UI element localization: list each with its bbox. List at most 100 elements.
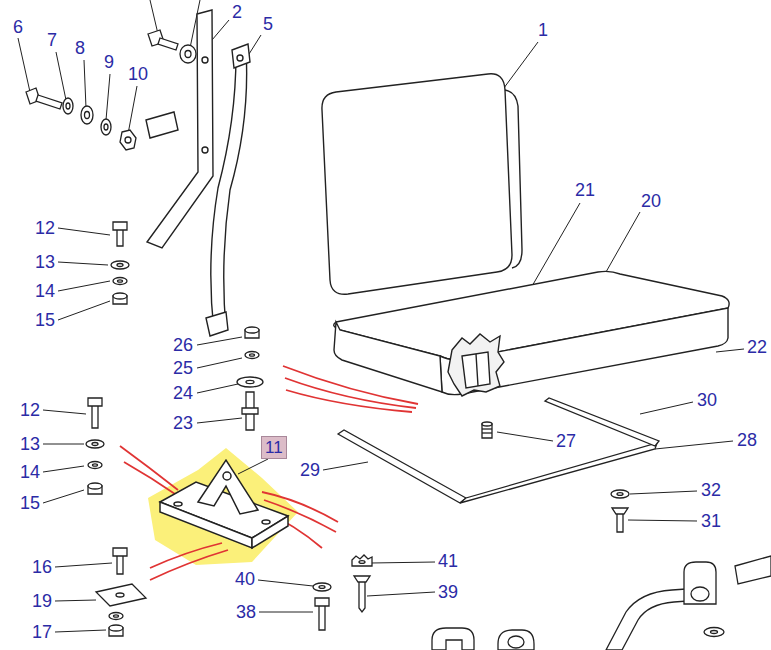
fixings-part bbox=[109, 613, 123, 620]
callout-number: 12 bbox=[34, 218, 56, 238]
fixings bbox=[482, 422, 492, 438]
fixings-part bbox=[113, 278, 127, 285]
leader-lines-part bbox=[58, 228, 110, 235]
fixings-part bbox=[116, 593, 124, 597]
callout-number: 40 bbox=[234, 569, 256, 589]
fixings-part bbox=[125, 137, 131, 143]
leader-lines-part bbox=[43, 410, 86, 414]
fixings-part bbox=[180, 45, 196, 63]
leader-lines-part bbox=[43, 490, 84, 503]
leader-lines-part bbox=[367, 592, 435, 596]
leader-lines-part bbox=[56, 52, 66, 100]
callout-number: 5 bbox=[262, 14, 274, 34]
leader-lines bbox=[18, 0, 744, 632]
callout-number: 14 bbox=[34, 281, 56, 301]
leader-lines-part bbox=[58, 262, 108, 265]
fixings-part bbox=[354, 576, 370, 612]
leader-lines-part bbox=[58, 301, 110, 320]
leader-lines-part bbox=[640, 402, 693, 414]
fixings-part bbox=[482, 428, 492, 429]
tube-and-clamps bbox=[432, 556, 771, 650]
tube-and-clamps-part bbox=[508, 636, 524, 648]
leader-lines-part bbox=[197, 337, 242, 345]
leader-lines-part bbox=[55, 600, 96, 601]
leader-lines-part bbox=[106, 74, 110, 120]
indicator-curves-part bbox=[285, 378, 416, 408]
leader-lines-part bbox=[197, 384, 238, 393]
fixings bbox=[111, 222, 129, 304]
callout-number: 23 bbox=[172, 413, 194, 433]
callout-number: 2 bbox=[231, 2, 243, 22]
fixings-part bbox=[315, 598, 329, 630]
fixings-part bbox=[313, 583, 331, 591]
fixings-part bbox=[185, 51, 191, 58]
bracket-strap bbox=[146, 10, 213, 248]
fixings bbox=[86, 398, 104, 494]
callout-number: 15 bbox=[34, 310, 56, 330]
callout-number: 10 bbox=[127, 64, 149, 84]
tube-and-clamps-part bbox=[432, 628, 474, 650]
fixings-part bbox=[118, 280, 123, 282]
fixings-part bbox=[246, 380, 254, 383]
seat-cushion bbox=[334, 271, 729, 396]
fixings-part bbox=[482, 422, 492, 426]
mounting-bracket-part bbox=[262, 520, 270, 524]
mounting-bracket-part bbox=[223, 472, 231, 480]
fixings-part bbox=[104, 124, 108, 130]
leader-lines-part bbox=[18, 38, 30, 92]
fixings-part bbox=[114, 615, 119, 617]
mounting-bracket-part bbox=[198, 460, 258, 514]
indicator-curves-part bbox=[120, 446, 178, 490]
seat-cushion-part bbox=[476, 354, 478, 386]
leader-lines-part bbox=[197, 358, 242, 368]
fixings-part bbox=[245, 327, 259, 333]
leader-lines-part bbox=[55, 563, 112, 567]
leader-lines-part bbox=[238, 459, 268, 474]
callout-number: 17 bbox=[31, 622, 53, 642]
tube-and-clamps-part bbox=[498, 630, 534, 650]
callout-number: 28 bbox=[736, 430, 758, 450]
callout-number: 14 bbox=[19, 462, 41, 482]
highlight bbox=[148, 448, 298, 565]
fixings-part bbox=[113, 293, 127, 299]
seat-back-part bbox=[322, 74, 512, 294]
bracket-strap-part bbox=[211, 50, 247, 332]
fixings-part bbox=[81, 106, 93, 124]
fixings bbox=[313, 555, 372, 630]
fixings-part bbox=[36, 95, 62, 109]
fixings-part bbox=[85, 112, 90, 119]
indicator-curves-part bbox=[124, 462, 178, 496]
leader-lines-part bbox=[259, 612, 313, 613]
callout-number: 15 bbox=[19, 493, 41, 513]
fixings-part bbox=[101, 119, 111, 135]
leader-lines-part bbox=[630, 491, 697, 494]
callout-number: 20 bbox=[640, 191, 662, 211]
fixings-part bbox=[120, 130, 136, 150]
fixings-part bbox=[612, 508, 628, 532]
fixings-part bbox=[92, 443, 98, 446]
fixings-part bbox=[617, 493, 623, 496]
callout-number: 27 bbox=[555, 431, 577, 451]
fixings-part bbox=[611, 490, 629, 498]
seat-frame-part bbox=[460, 443, 657, 503]
leader-lines-part bbox=[371, 562, 435, 563]
callout-number: 38 bbox=[235, 602, 257, 622]
bracket-strap-part bbox=[237, 55, 243, 61]
leader-lines-part bbox=[43, 444, 84, 445]
callout-number: 9 bbox=[103, 52, 115, 72]
callout-number: 11 bbox=[265, 439, 283, 456]
seat-back-part bbox=[505, 90, 522, 268]
leader-lines-part bbox=[128, 86, 137, 134]
fixings-part bbox=[482, 432, 492, 433]
callout-number: 8 bbox=[74, 38, 86, 58]
callout-number: 22 bbox=[746, 337, 768, 357]
leader-lines-part bbox=[55, 630, 106, 632]
leader-lines-part bbox=[197, 418, 242, 423]
callout-number: 13 bbox=[34, 252, 56, 272]
fixings-part bbox=[109, 625, 123, 631]
indicator-curves-part bbox=[150, 550, 228, 580]
leader-lines-part bbox=[150, 0, 158, 34]
fixings-part bbox=[113, 548, 127, 574]
